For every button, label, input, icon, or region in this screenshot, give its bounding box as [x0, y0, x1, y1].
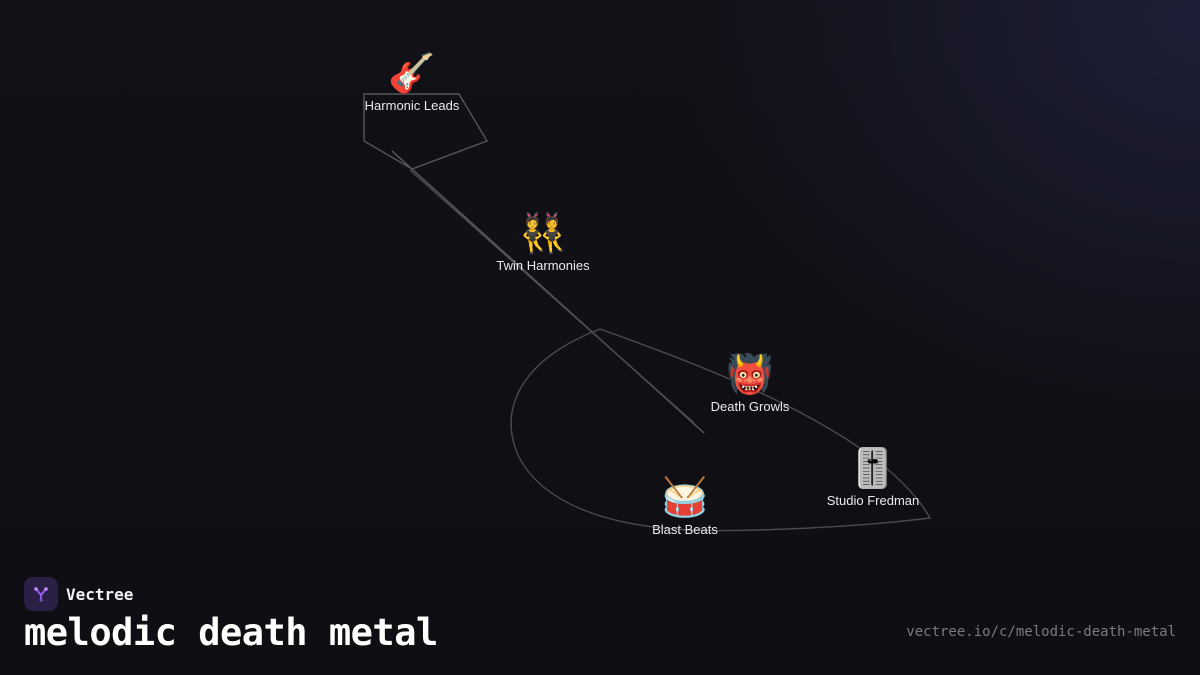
page-url[interactable]: vectree.io/c/melodic-death-metal: [906, 624, 1176, 640]
node-twin-harmonies[interactable]: 👯 Twin Harmonies: [496, 210, 589, 273]
node-studio-fredman[interactable]: 🎚️ Studio Fredman: [827, 445, 920, 508]
brand[interactable]: Vectree: [24, 577, 133, 611]
node-label: Death Growls: [710, 399, 790, 414]
ogre-icon: 👹: [726, 352, 774, 396]
edge-harmonic-leads-to-blast-beats: [409, 169, 695, 424]
vectree-tree-icon: [24, 577, 58, 611]
twins-icon: 👯: [519, 211, 567, 255]
node-blast-beats[interactable]: 🥁 Blast Beats: [652, 474, 718, 537]
node-label: Blast Beats: [652, 522, 718, 537]
brand-name: Vectree: [66, 584, 134, 604]
node-label: Harmonic Leads: [364, 98, 460, 113]
page-title: melodic death metal: [24, 611, 438, 654]
drum-icon: 🥁: [661, 475, 709, 519]
guitar-icon: 🎸: [388, 51, 436, 95]
node-death-growls[interactable]: 👹 Death Growls: [711, 351, 790, 414]
level-slider-icon: 🎚️: [849, 446, 897, 490]
node-harmonic-leads[interactable]: 🎸 Harmonic Leads: [365, 50, 460, 113]
cluster-hull-rhythm: [510, 328, 932, 532]
node-label: Studio Fredman: [826, 493, 920, 508]
cluster-hull-harmonic-leads: [363, 93, 489, 170]
node-label: Twin Harmonies: [496, 258, 590, 273]
